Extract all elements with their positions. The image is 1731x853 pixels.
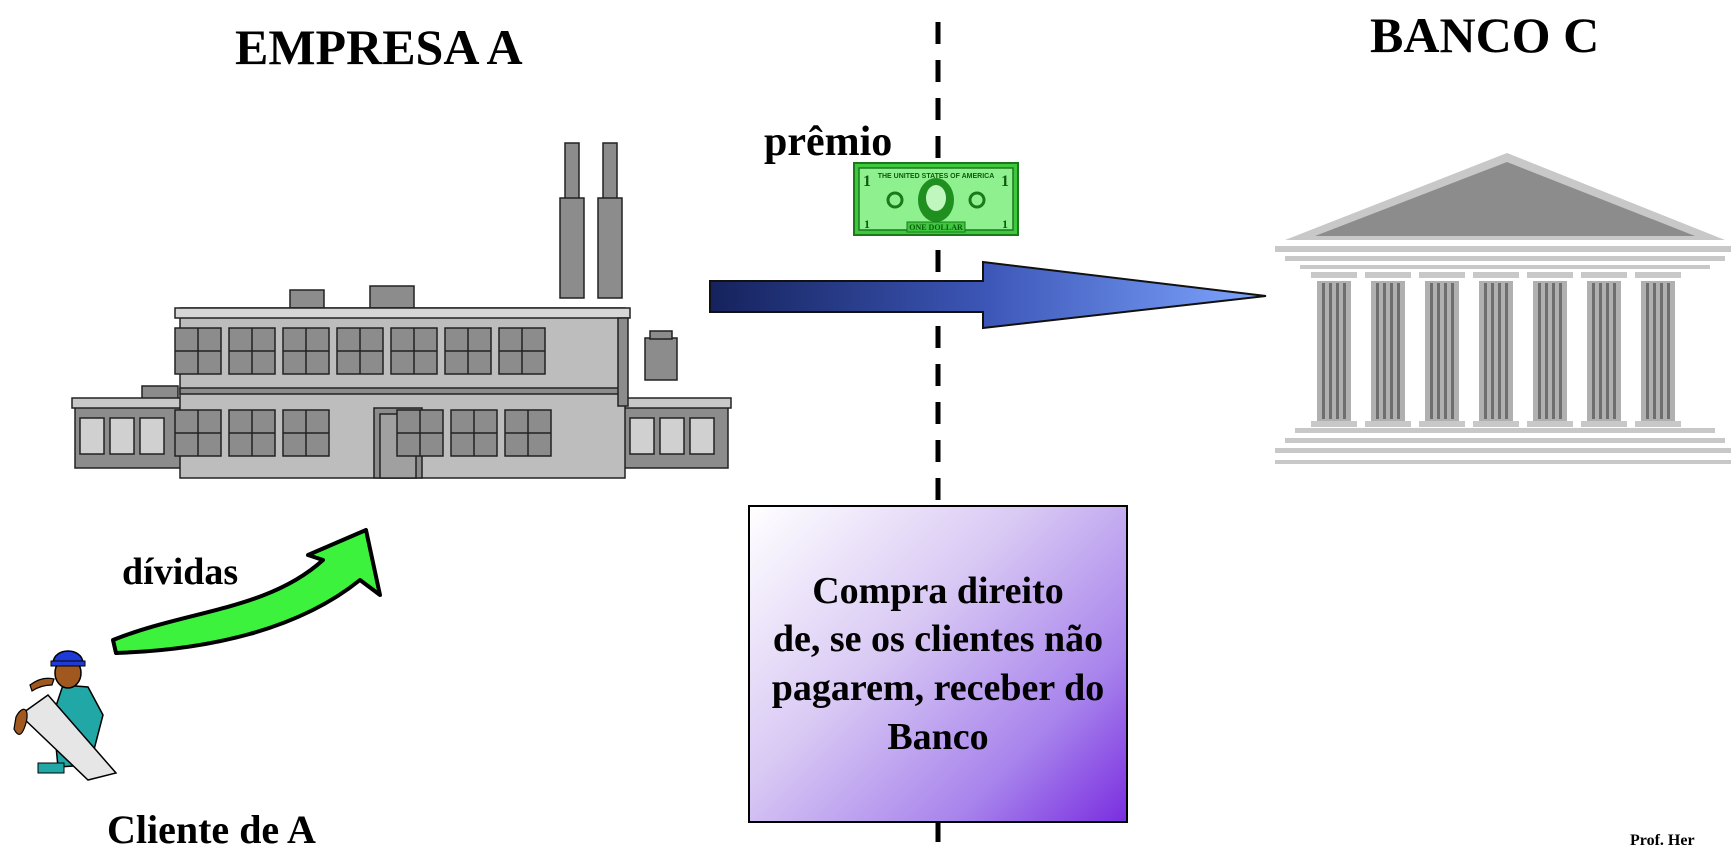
banknote-header: THE UNITED STATES OF AMERICA	[878, 173, 995, 180]
premium-arrow	[709, 260, 1267, 330]
wing-window	[79, 417, 105, 455]
column-base	[1419, 421, 1465, 427]
wing-window	[659, 417, 685, 455]
contract-box-text: Compra direito de, se os clientes não pa…	[772, 567, 1104, 762]
column-capital	[1365, 272, 1411, 278]
bank-c-title: BANCO C	[1370, 7, 1600, 63]
column-base	[1635, 421, 1681, 427]
contract-box: Compra direito de, se os clientes não pa…	[748, 505, 1128, 823]
column-base	[1581, 421, 1627, 427]
column-base	[1311, 421, 1357, 427]
column-capital	[1527, 272, 1573, 278]
banknote-corner-tr: 1	[1001, 173, 1009, 190]
column-base	[1527, 421, 1573, 427]
bank-icon	[1275, 153, 1731, 464]
wing-window	[689, 417, 715, 455]
debts-arrow	[111, 528, 382, 655]
wing-window	[139, 417, 165, 455]
banknote-corner-bl: 1	[864, 217, 870, 231]
dollar-banknote-icon: THE UNITED STATES OF AMERICA ONE DOLLAR …	[853, 162, 1019, 236]
premium-label: prêmio	[764, 119, 893, 165]
banknote-corner-br: 1	[1002, 217, 1008, 231]
column-base	[1365, 421, 1411, 427]
wing-window	[109, 417, 135, 455]
banknote-footer: ONE DOLLAR	[909, 223, 963, 232]
client-label: Cliente de A	[107, 807, 316, 852]
worker-icon	[13, 650, 118, 781]
column-base	[1473, 421, 1519, 427]
author-credit: Prof. Her	[1630, 832, 1695, 849]
column-capital	[1635, 272, 1681, 278]
company-a-title: EMPRESA A	[235, 19, 523, 75]
column-capital	[1581, 272, 1627, 278]
contract-line-4: Banco	[887, 715, 989, 758]
banknote-corner-tl: 1	[863, 173, 871, 190]
contract-line-1: Compra direito	[812, 569, 1064, 612]
column-capital	[1311, 272, 1357, 278]
wing-window	[629, 417, 655, 455]
debts-label: dívidas	[122, 551, 239, 593]
contract-line-3: pagarem, receber do	[771, 667, 1105, 709]
column-capital	[1419, 272, 1465, 278]
contract-line-2: de, se os clientes não	[772, 618, 1104, 661]
column-capital	[1473, 272, 1519, 278]
factory-icon	[71, 142, 732, 479]
